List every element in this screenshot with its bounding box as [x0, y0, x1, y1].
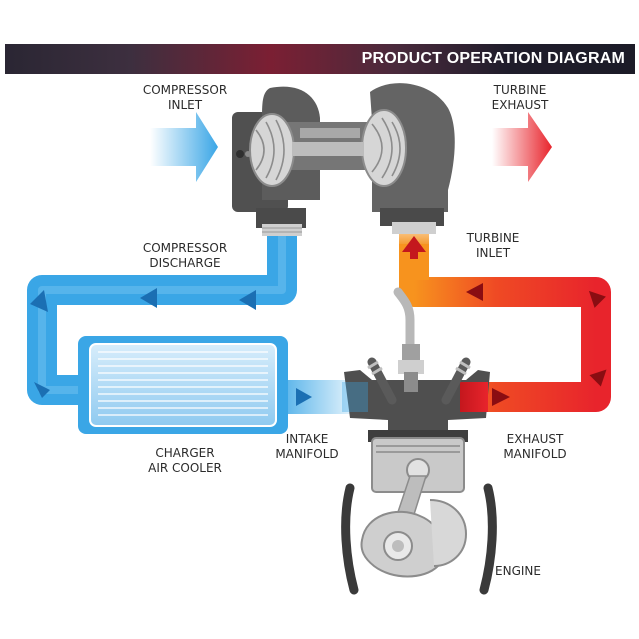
label-line: INLET — [475, 246, 511, 260]
label-line: EXHAUST — [506, 432, 564, 446]
label-compressor-inlet: COMPRESSOR INLET — [130, 83, 240, 113]
label-line: TURBINE — [466, 231, 520, 245]
charger-air-cooler — [78, 336, 288, 434]
label-exhaust-manifold: EXHAUST MANIFOLD — [490, 432, 580, 462]
turbocharger — [232, 83, 455, 236]
label-line: TURBINE — [493, 83, 547, 97]
label-charger-air-cooler: CHARGER AIR COOLER — [130, 446, 240, 476]
label-compressor-discharge: COMPRESSOR DISCHARGE — [130, 241, 240, 271]
label-turbine-inlet: TURBINE INLET — [458, 231, 528, 261]
cold-flow-arrows — [30, 288, 312, 406]
label-line: INLET — [167, 98, 203, 112]
label-intake-manifold: INTAKE MANIFOLD — [262, 432, 352, 462]
label-turbine-exhaust: TURBINE EXHAUST — [470, 83, 570, 113]
label-line: EXHAUST — [491, 98, 549, 112]
page-title: PRODUCT OPERATION DIAGRAM — [361, 50, 625, 67]
label-line: MANIFOLD — [275, 447, 339, 461]
label-line: CHARGER — [155, 446, 215, 460]
label-line: INTAKE — [285, 432, 329, 446]
label-line: DISCHARGE — [149, 256, 221, 270]
hot-air-pipe — [399, 240, 611, 412]
header-banner: PRODUCT OPERATION DIAGRAM — [5, 44, 635, 74]
label-line: COMPRESSOR — [142, 83, 228, 97]
label-line: MANIFOLD — [503, 447, 567, 461]
engine — [341, 287, 497, 595]
label-engine: ENGINE — [495, 564, 541, 578]
label-line: AIR COOLER — [148, 461, 222, 475]
compressor-inlet-arrow — [150, 112, 218, 182]
turbine-exhaust-arrow — [492, 112, 552, 182]
label-line: COMPRESSOR — [142, 241, 228, 255]
